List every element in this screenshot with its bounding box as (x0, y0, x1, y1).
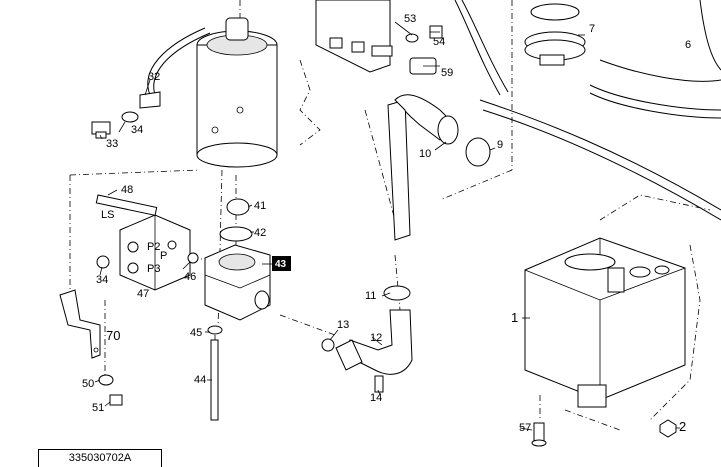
suction-pipe-10 (387, 94, 491, 241)
valve-block-47 (95, 194, 199, 291)
pressure-elbow-12 (321, 285, 413, 393)
callout-34[interactable]: 34 (96, 274, 108, 286)
callout-42[interactable]: 42 (254, 227, 266, 239)
leader-lines (94, 21, 680, 431)
callout-46[interactable]: 46 (184, 271, 196, 283)
hydraulic-pump-43 (204, 198, 271, 421)
hydraulic-filter (196, 17, 278, 168)
callout-57[interactable]: 57 (519, 422, 531, 434)
fitting-group-left (91, 91, 161, 139)
callout-12[interactable]: 12 (370, 332, 382, 344)
callout-labels: 53 54 59 7 6 32 34 33 10 9 48 41 LS 42 P… (82, 13, 691, 434)
callout-44[interactable]: 44 (194, 374, 206, 386)
port-label-p2: P2 (147, 241, 160, 253)
drawing-number: 335030702A (68, 452, 132, 464)
callout-33[interactable]: 33 (106, 138, 118, 150)
callout-1[interactable]: 1 (511, 310, 518, 325)
callout-54[interactable]: 54 (433, 36, 445, 48)
callout-45[interactable]: 45 (190, 327, 202, 339)
callout-51[interactable]: 51 (92, 402, 104, 414)
electrical-connector-block (315, 0, 443, 75)
oil-tank-1 (524, 237, 686, 408)
callout-48[interactable]: 48 (121, 184, 133, 196)
callout-7[interactable]: 7 (589, 23, 595, 35)
port-label-ls: LS (101, 209, 114, 221)
callout-6[interactable]: 6 (685, 39, 691, 51)
drawing-number-box: 335030702A (38, 449, 162, 467)
callout-13[interactable]: 13 (337, 319, 349, 331)
callout-43-highlight (272, 256, 291, 271)
callout-2[interactable]: 2 (679, 419, 686, 434)
hose-clamp-7 (524, 3, 586, 66)
port-label-p3: P3 (147, 263, 160, 275)
callout-11[interactable]: 11 (365, 290, 376, 302)
callout-34[interactable]: 34 (131, 124, 143, 136)
callout-10[interactable]: 10 (419, 148, 431, 160)
hose-lines (147, 0, 721, 221)
callout-59[interactable]: 59 (441, 67, 453, 79)
callout-53[interactable]: 53 (404, 13, 416, 25)
callout-41[interactable]: 41 (254, 200, 266, 212)
callout-50[interactable]: 50 (82, 378, 94, 390)
callout-32[interactable]: 32 (148, 71, 160, 83)
callout-47[interactable]: 47 (137, 288, 149, 300)
callout-70[interactable]: 70 (106, 328, 120, 343)
callout-9[interactable]: 9 (497, 139, 503, 151)
callout-14[interactable]: 14 (370, 392, 382, 404)
callout-43[interactable]: 43 (275, 259, 287, 270)
port-label-p: P (160, 250, 167, 262)
fasteners-57-2 (531, 419, 677, 447)
